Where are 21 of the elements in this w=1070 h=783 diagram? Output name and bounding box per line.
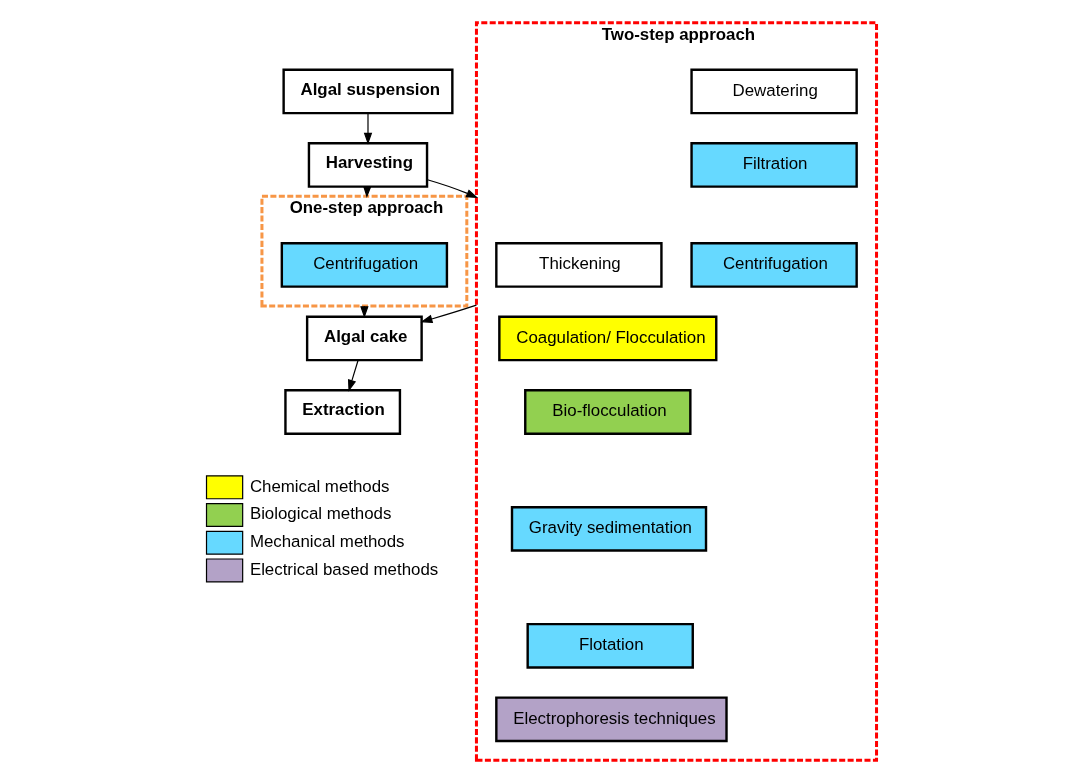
arrow [347, 359, 359, 392]
node-box: Electrophoresis techniques [494, 696, 728, 743]
node-box: Extraction [283, 389, 401, 435]
legend-label: Mechanical methods [249, 532, 405, 552]
node-box: Flotation [525, 622, 694, 669]
arrow [419, 304, 477, 323]
node-box: Filtration [689, 142, 858, 188]
node-box: Coagulation/ Flocculation [497, 315, 717, 362]
node-box: Bio-flocculation [523, 389, 692, 435]
legend-label: Electrical based methods [249, 559, 438, 579]
node-box: Thickening [494, 242, 663, 288]
arrow [426, 179, 478, 199]
node-box: Centrifugation [280, 242, 448, 288]
node-box: Algal suspension [281, 68, 454, 115]
legend-label: Chemical methods [249, 476, 390, 496]
node-box: Algal cake [305, 315, 423, 362]
node-box: Gravity sedimentation [510, 506, 707, 552]
arrow [363, 112, 372, 145]
node-box: Centrifugation [689, 242, 858, 288]
node-box: Dewatering [689, 68, 858, 115]
legend-label: Biological methods [249, 504, 391, 524]
